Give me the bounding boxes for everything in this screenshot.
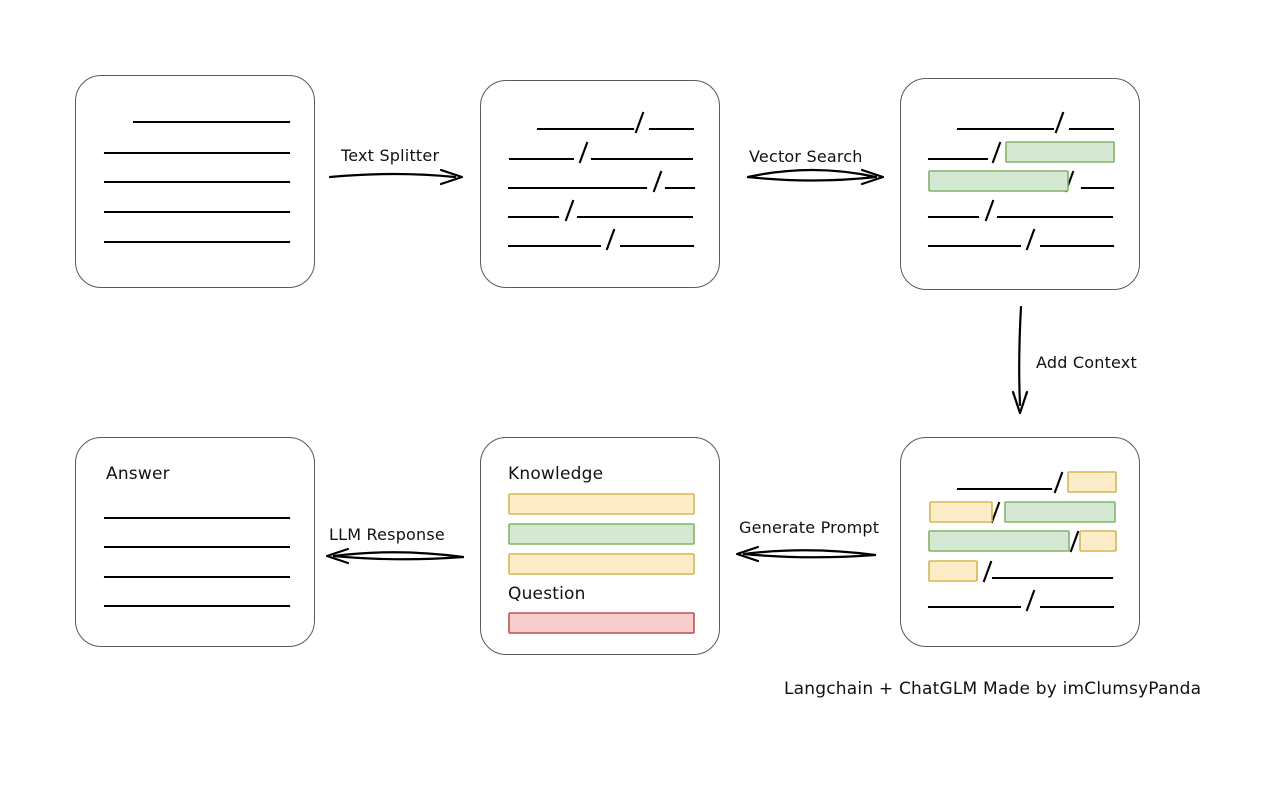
highlight-green-chunk-1 xyxy=(1004,501,1116,523)
prompt-knowledge-title: Knowledge xyxy=(508,464,604,484)
footer-credit: Langchain + ChatGLM Made by imClumsyPand… xyxy=(784,679,1202,699)
context-chunks-highlights[interactable] xyxy=(928,471,1117,582)
matched-chunks-highlights[interactable] xyxy=(928,141,1115,192)
arrow-vector-search[interactable] xyxy=(746,168,885,186)
question-bar-red xyxy=(508,612,695,634)
prompt-question-bar[interactable] xyxy=(508,612,695,634)
highlight-yellow-chunk-2 xyxy=(929,501,993,523)
edge-label-text-splitter: Text Splitter xyxy=(341,146,440,165)
arrow-generate-prompt[interactable] xyxy=(735,545,877,563)
source-document-lines xyxy=(103,120,291,244)
edge-label-llm-response: LLM Response xyxy=(329,525,445,544)
edge-label-generate-prompt: Generate Prompt xyxy=(739,518,880,537)
prompt-knowledge-bars[interactable] xyxy=(508,493,695,575)
highlight-yellow-chunk-4 xyxy=(928,560,978,582)
prompt-question-title: Question xyxy=(508,584,586,604)
answer-lines xyxy=(103,516,291,608)
arrow-add-context[interactable] xyxy=(1011,305,1029,415)
node-split-chunks[interactable] xyxy=(480,80,720,288)
highlight-green-chunk-a xyxy=(1005,141,1115,163)
edge-label-vector-search: Vector Search xyxy=(749,147,863,166)
arrow-text-splitter[interactable] xyxy=(328,168,464,186)
highlight-yellow-chunk-3 xyxy=(1079,530,1117,552)
knowledge-bar-yellow-1 xyxy=(508,493,695,515)
arrow-llm-response[interactable] xyxy=(325,547,465,565)
matched-chunks-lines xyxy=(927,111,1115,251)
node-answer[interactable] xyxy=(75,437,315,647)
knowledge-bar-green-1 xyxy=(508,523,695,545)
highlight-yellow-chunk-1 xyxy=(1067,471,1117,493)
highlight-green-chunk-b xyxy=(928,170,1069,192)
knowledge-bar-yellow-2 xyxy=(508,553,695,575)
split-chunks-lines xyxy=(507,111,696,251)
edge-label-add-context: Add Context xyxy=(1036,353,1137,372)
answer-title: Answer xyxy=(106,464,170,484)
highlight-green-chunk-2 xyxy=(928,530,1070,552)
context-chunks-lines xyxy=(927,471,1115,612)
